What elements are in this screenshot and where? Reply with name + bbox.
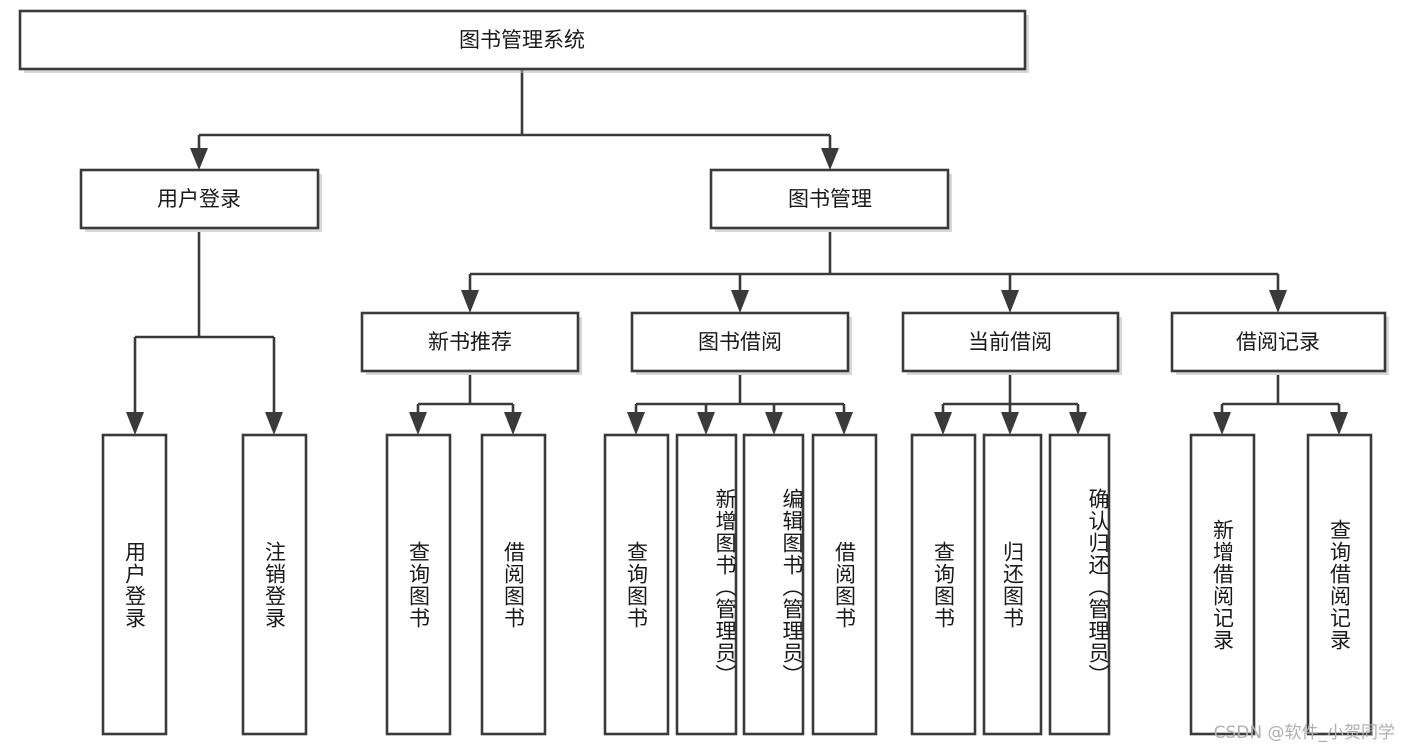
arrow-nbr-leaf-1: [409, 412, 427, 435]
arrow-cb-leaf-3: [1069, 412, 1087, 435]
arrow-user-login-leaf-2: [265, 412, 283, 435]
arrow-cb-leaf-2: [1001, 412, 1019, 435]
node-user-login-label: 用户登录: [157, 187, 241, 211]
connector-group-root: [190, 69, 839, 170]
node-new-book-recommend-box[interactable]: [360, 311, 580, 373]
node-leaf-return-book-box[interactable]: [982, 433, 1043, 736]
arrow-bm-to-book-borrow: [731, 290, 749, 313]
connector-group-borrow-record: [1213, 375, 1348, 435]
node-leaf-query-book-3-box[interactable]: [910, 433, 977, 736]
connector-group-book-manage: [461, 232, 1287, 313]
arrow-bb-leaf-3: [765, 412, 783, 435]
node-leaf-logout-login-box[interactable]: [241, 433, 308, 736]
node-book-manage-label: 图书管理: [788, 187, 872, 211]
node-book-borrow-box[interactable]: [630, 311, 850, 373]
node-root-box[interactable]: [18, 9, 1027, 71]
arrow-root-to-book-manage: [821, 148, 839, 170]
arrow-root-to-user-login: [190, 148, 208, 170]
node-leaf-add-book-box[interactable]: [675, 433, 738, 736]
connector-group-user-login: [126, 232, 283, 435]
node-new-book-recommend-label: 新书推荐: [428, 330, 512, 354]
arrow-br-leaf-2: [1330, 412, 1348, 435]
node-leaf-query-book-2-box[interactable]: [603, 433, 670, 736]
arrow-cb-leaf-1: [934, 412, 952, 435]
arrow-bm-to-new-book: [461, 290, 479, 313]
arrow-user-login-leaf-1: [126, 412, 144, 435]
node-leaf-add-record-box[interactable]: [1189, 433, 1256, 736]
arrow-br-leaf-1: [1213, 412, 1231, 435]
csdn-watermark: CSDN @软件_小贺同学: [1213, 723, 1395, 743]
connector-group-new-book-recommend: [409, 375, 522, 435]
node-current-borrow-box[interactable]: [901, 311, 1120, 373]
node-borrow-record-box[interactable]: [1170, 311, 1387, 373]
node-leaf-user-login-box[interactable]: [101, 433, 168, 736]
node-leaf-query-book-1-box[interactable]: [385, 433, 452, 736]
arrow-bm-to-borrow-record: [1269, 290, 1287, 313]
node-leaf-edit-book-box[interactable]: [742, 433, 805, 736]
node-leaf-query-record-box[interactable]: [1306, 433, 1373, 736]
arrow-nbr-leaf-2: [504, 412, 522, 435]
node-current-borrow-label: 当前借阅: [968, 330, 1052, 354]
node-book-manage-box[interactable]: [709, 168, 950, 230]
arrow-bb-leaf-1: [627, 412, 645, 435]
connector-group-book-borrow: [627, 375, 853, 435]
node-leaf-borrow-book-1-box[interactable]: [480, 433, 547, 736]
node-root-label: 图书管理系统: [459, 28, 585, 52]
node-user-login-box[interactable]: [79, 168, 320, 230]
node-borrow-record-label: 借阅记录: [1236, 330, 1320, 354]
node-leaf-borrow-book-2-box[interactable]: [811, 433, 878, 736]
connector-group-current-borrow: [934, 375, 1087, 435]
node-book-borrow-label: 图书借阅: [698, 330, 782, 354]
arrow-bm-to-current-borrow: [1001, 290, 1019, 313]
arrow-bb-leaf-4: [835, 412, 853, 435]
node-leaf-confirm-return-box[interactable]: [1048, 433, 1111, 736]
arrow-bb-leaf-2: [697, 412, 715, 435]
